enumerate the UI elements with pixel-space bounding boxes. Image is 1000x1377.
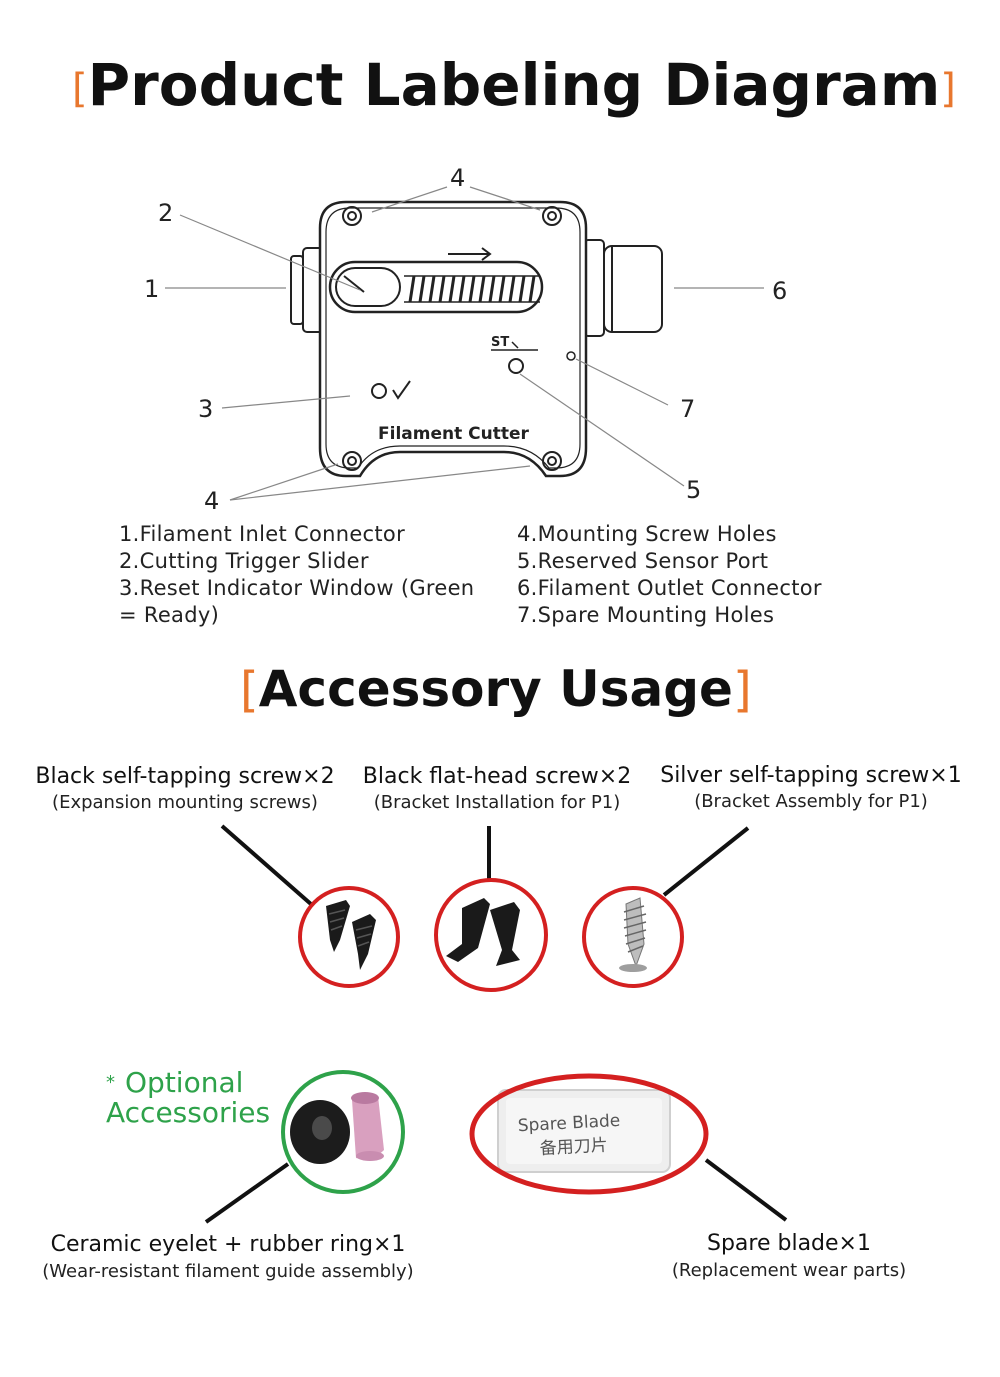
accessory-label: Silver self-tapping screw×1 (Bracket Ass…	[655, 763, 967, 812]
legend-right: 4.Mounting Screw Holes 5.Reserved Sensor…	[517, 521, 822, 629]
accessory-title: Black flat-head screw×2	[362, 764, 632, 789]
ceramic-eyelet-and-ring-icon	[281, 1070, 405, 1194]
callout-1: 1	[144, 275, 159, 303]
optional-line-1-text: Optional	[125, 1066, 244, 1099]
cutter-body	[318, 200, 588, 478]
filament-cutter-diagram: ST Filament Cutter 1 2 3 4 4 5 6 7	[144, 164, 787, 515]
optional-accessories-heading: * Optional Accessories	[106, 1068, 270, 1128]
accessory-subtitle: (Bracket Installation for P1)	[373, 792, 621, 813]
sensor-label: ST	[491, 335, 509, 350]
accessory-title: Black self-tapping screw×2	[35, 764, 335, 789]
outlet-connector	[583, 239, 663, 337]
callout-2: 2	[158, 199, 173, 227]
callout-4-bottom: 4	[204, 487, 219, 515]
optional-item-label: Spare blade×1 (Replacement wear parts)	[646, 1231, 932, 1281]
direction-arrow-icon	[448, 247, 492, 261]
cutting-trigger-slider	[328, 260, 544, 314]
legend-item: 7.Spare Mounting Holes	[517, 603, 775, 627]
section-title-accessory-usage: [Accessory Usage]	[240, 658, 752, 721]
accessory-label: Black flat-head screw×2 (Bracket Install…	[356, 764, 638, 813]
legend-item: 6.Filament Outlet Connector	[517, 576, 822, 600]
title-bracket-close: ]	[732, 662, 752, 718]
optional-star: *	[106, 1072, 115, 1093]
check-icon	[392, 380, 411, 400]
optional-item-title: Ceramic eyelet + rubber ring×1	[50, 1232, 406, 1257]
black-flat-head-screws-icon	[434, 878, 548, 992]
spare-blade-packet-icon: Spare Blade 备用刀片	[469, 1073, 709, 1195]
optional-item-title: Spare blade×1	[707, 1231, 871, 1256]
reset-indicator-icon	[371, 383, 387, 399]
title-text: Accessory Usage	[258, 660, 733, 718]
optional-line-1: * Optional	[106, 1068, 270, 1098]
title-text: Product Labeling Diagram	[87, 51, 941, 119]
optional-item-label: Ceramic eyelet + rubber ring×1 (Wear-res…	[30, 1232, 426, 1282]
legend-left: 1.Filament Inlet Connector 2.Cutting Tri…	[119, 521, 474, 629]
accessory-images	[220, 824, 750, 992]
callout-3: 3	[198, 395, 213, 423]
legend-item: 4.Mounting Screw Holes	[517, 522, 777, 546]
callout-6: 6	[772, 277, 787, 305]
optional-item-subtitle: (Replacement wear parts)	[671, 1260, 907, 1281]
silver-self-tapping-screw-icon	[582, 886, 684, 988]
legend-item: 5.Reserved Sensor Port	[517, 549, 769, 573]
optional-images: Spare Blade 备用刀片	[204, 1070, 788, 1224]
legend-item: 2.Cutting Trigger Slider	[119, 549, 369, 573]
legend-item: 3.Reset Indicator Window (Green	[119, 576, 475, 600]
callout-7: 7	[680, 395, 695, 423]
callout-4-top: 4	[450, 164, 465, 192]
black-self-tapping-screws-icon	[298, 886, 400, 988]
accessory-subtitle: (Bracket Assembly for P1)	[694, 791, 928, 812]
device-label: Filament Cutter	[378, 424, 529, 444]
accessory-subtitle: (Expansion mounting screws)	[52, 792, 318, 813]
mounting-screw-hole-icon	[342, 206, 562, 471]
title-bracket-open: [	[240, 662, 259, 718]
legend-item: = Ready)	[119, 603, 220, 627]
spare-hole-icon	[566, 351, 576, 361]
optional-item-subtitle: (Wear-resistant filament guide assembly)	[42, 1261, 414, 1282]
title-bracket-close: ]	[940, 65, 956, 112]
callout-5: 5	[686, 476, 701, 504]
sensor-port-icon	[508, 358, 524, 374]
optional-line-2: Accessories	[106, 1096, 271, 1129]
accessory-title: Silver self-tapping screw×1	[660, 763, 962, 788]
section-title-product-labeling: [Product Labeling Diagram]	[72, 52, 956, 122]
callout-leaders	[165, 186, 764, 501]
accessory-label: Black self-tapping screw×2 (Expansion mo…	[30, 764, 340, 813]
title-bracket-open: [	[72, 65, 88, 112]
legend-item: 1.Filament Inlet Connector	[119, 522, 405, 546]
packet-text-cn: 备用刀片	[539, 1136, 608, 1160]
